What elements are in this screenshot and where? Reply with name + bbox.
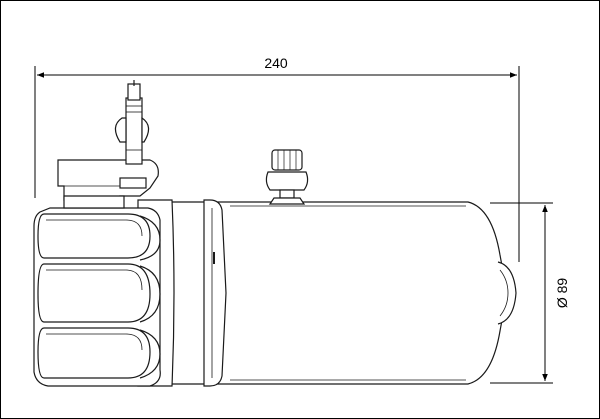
head-lobe-middle xyxy=(37,263,151,323)
valve-neck xyxy=(279,189,295,199)
valve-base xyxy=(268,197,306,205)
length-dimension: 240 xyxy=(34,55,520,262)
head-lobe-middle-inner xyxy=(46,269,143,291)
length-label: 240 xyxy=(264,55,288,71)
switch-nut xyxy=(119,177,147,189)
end-cap-inner xyxy=(499,269,509,317)
weld-seam xyxy=(203,199,227,387)
switch-cap xyxy=(127,83,141,101)
head-lobe-middle-tip xyxy=(139,265,161,323)
head-lobe-bottom xyxy=(37,327,151,379)
switch-clip-right xyxy=(141,116,150,143)
diameter-dimension: Ø 89 xyxy=(490,202,570,384)
valve-collar xyxy=(265,171,309,191)
mount-base xyxy=(63,195,125,209)
end-cap xyxy=(497,261,517,325)
head-lobe-bottom-inner xyxy=(46,333,143,351)
switch-body xyxy=(125,97,143,165)
head-lobe-bottom-tip xyxy=(139,329,161,379)
head-lobe-top xyxy=(37,213,151,259)
switch-clip xyxy=(114,117,127,143)
valve-cap xyxy=(271,149,303,171)
head-lobe-top-tip xyxy=(139,215,161,261)
diameter-label: Ø 89 xyxy=(554,278,570,309)
drier-body xyxy=(33,80,517,387)
head-lobe-top-inner xyxy=(46,219,143,237)
